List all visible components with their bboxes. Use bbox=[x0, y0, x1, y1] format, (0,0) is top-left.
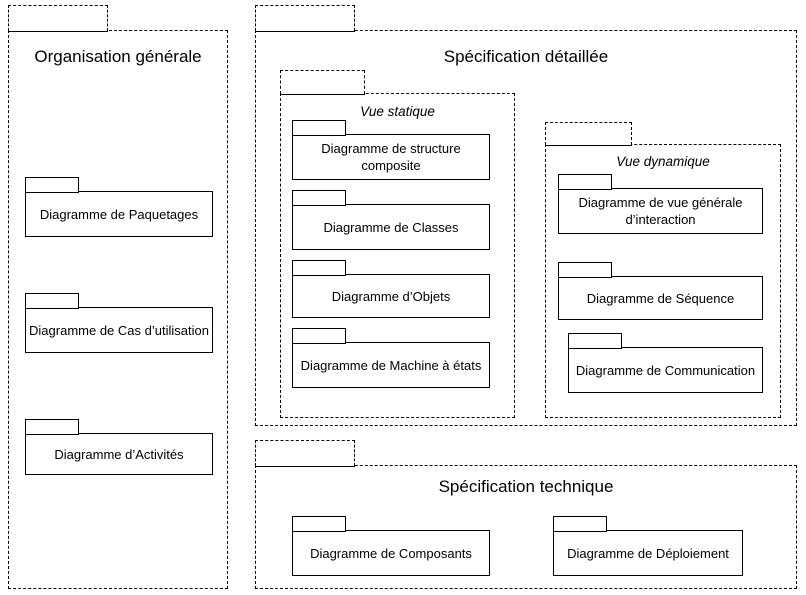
package-tab-vue-dynamique bbox=[545, 122, 632, 146]
package-organisation-generale[interactable]: Organisation générale Diagramme de Paque… bbox=[8, 5, 228, 589]
package-vue-statique[interactable]: Vue statique Diagramme de structure comp… bbox=[280, 70, 515, 418]
package-specification-detaillee[interactable]: Spécification détaillée Vue statique Dia… bbox=[255, 5, 797, 426]
package-body-diagramme-de-sequence bbox=[558, 276, 763, 320]
package-vue-dynamique[interactable]: Vue dynamique Diagramme de vue générale … bbox=[545, 122, 781, 418]
package-tab-diagramme-de-paquetages bbox=[25, 177, 79, 193]
package-body-diagramme-de-machine-a-etats bbox=[292, 342, 490, 388]
package-tab-diagramme-de-sequence bbox=[558, 262, 612, 278]
package-body-diagramme-de-communication bbox=[568, 347, 763, 393]
package-body-diagramme-de-paquetages bbox=[25, 191, 213, 237]
package-tab-diagramme-de-communication bbox=[568, 333, 622, 349]
package-tab-diagramme-de-structure-composite bbox=[292, 120, 346, 136]
package-tab-diagramme-de-vue-generale-dinteraction bbox=[558, 174, 612, 190]
package-tab-specification-detaillee bbox=[255, 5, 355, 32]
package-tab-diagramme-dobjets bbox=[292, 260, 346, 276]
package-body-diagramme-de-deploiement bbox=[553, 530, 743, 576]
package-tab-diagramme-de-cas-dutilisation bbox=[25, 293, 79, 309]
package-tab-diagramme-dactivites bbox=[25, 419, 79, 435]
package-tab-diagramme-de-classes bbox=[292, 190, 346, 206]
package-body-diagramme-de-structure-composite bbox=[292, 134, 490, 180]
package-tab-diagramme-de-deploiement bbox=[553, 516, 607, 532]
package-tab-diagramme-de-machine-a-etats bbox=[292, 328, 346, 344]
package-specification-technique[interactable]: Spécification technique Diagramme de Com… bbox=[255, 440, 797, 589]
package-body-diagramme-de-classes bbox=[292, 204, 490, 250]
package-tab-vue-statique bbox=[280, 70, 365, 95]
package-body-diagramme-de-composants bbox=[292, 530, 490, 576]
package-tab-organisation-generale bbox=[8, 5, 108, 32]
package-body-diagramme-de-cas-dutilisation bbox=[25, 307, 213, 353]
package-body-diagramme-dobjets bbox=[292, 274, 490, 318]
package-body-diagramme-dactivites bbox=[25, 433, 213, 475]
package-tab-specification-technique bbox=[255, 440, 355, 467]
package-body-diagramme-de-vue-generale-dinteraction bbox=[558, 188, 763, 234]
package-tab-diagramme-de-composants bbox=[292, 516, 346, 532]
